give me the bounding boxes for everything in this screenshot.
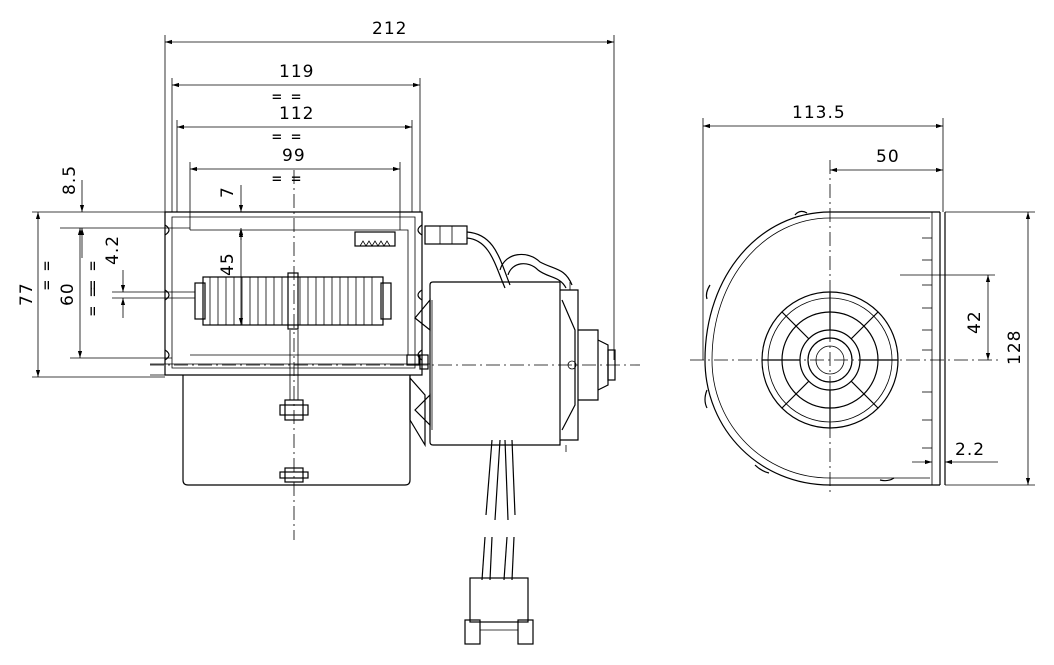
equal-mark-119: = = (272, 87, 301, 106)
equal-mark-112: = = (272, 127, 301, 146)
front-view (150, 170, 640, 645)
dim-housing-width-inner: 99 (282, 146, 306, 166)
dim-flange-thickness: 2.2 (955, 440, 985, 460)
equal-mark-slot: = = (83, 287, 102, 316)
dim-top-gap: 7 (218, 186, 238, 198)
dim-side-height: 128 (1005, 330, 1025, 365)
dim-wheel-height: 45 (218, 252, 238, 276)
dim-slot-width: 4.2 (103, 235, 123, 265)
equal-mark-60: = = (83, 261, 102, 290)
dim-inner-height: 60 (58, 282, 78, 306)
dim-flange-offset: 8.5 (60, 165, 80, 195)
equal-mark-99: = = (272, 169, 301, 188)
dim-side-width: 113.5 (792, 103, 846, 123)
equal-mark-77: = = (37, 261, 56, 290)
dim-housing-width-mid: 112 (279, 104, 314, 124)
dim-housing-width-outer: 119 (279, 62, 314, 82)
side-view (690, 160, 1000, 495)
dim-outlet-offset: 42 (965, 310, 985, 334)
front-dimensions: 212 119 = = 112 = = 99 = = 8.5 7 45 (17, 19, 615, 378)
side-dimensions: 113.5 50 42 128 2.2 (702, 103, 1035, 486)
dim-overall-height: 77 (17, 282, 37, 306)
dim-side-half-width: 50 (876, 147, 900, 167)
dim-overall-length: 212 (372, 19, 407, 39)
